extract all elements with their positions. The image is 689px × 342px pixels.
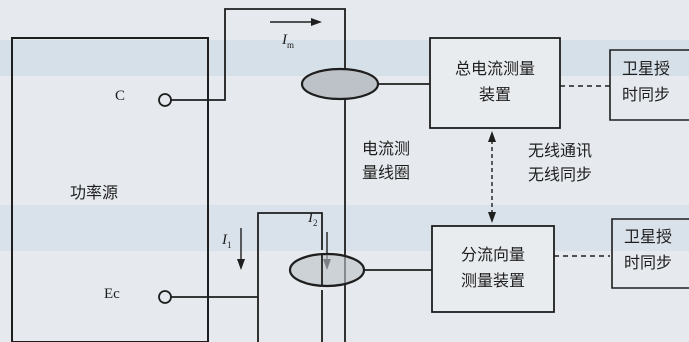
branch-device-box — [431, 225, 555, 313]
satellite-box-top — [609, 49, 689, 121]
terminal-c-circle — [158, 93, 172, 107]
coil-label-line1: 电流测 — [362, 139, 411, 158]
satellite-top-line2: 时同步 — [622, 85, 671, 104]
satellite-top-line1: 卫星授 — [622, 59, 671, 78]
wireless-line2: 无线同步 — [528, 165, 593, 184]
power-source-label: 功率源 — [70, 183, 119, 202]
im-arrow-head — [311, 18, 322, 26]
coil-bottom — [288, 252, 366, 288]
total-device-line1: 总电流测量 — [454, 59, 535, 78]
terminal-ec-label: Ec — [104, 286, 120, 302]
current-i2-subscript: 2 — [313, 218, 318, 228]
current-im-subscript: m — [287, 40, 295, 50]
wire-branch-loop — [257, 212, 323, 342]
current-i2-symbol: I — [308, 210, 313, 226]
current-i2-label: I2 — [308, 210, 318, 228]
wireless-arrow-down — [488, 212, 496, 223]
satellite-box-bottom — [611, 218, 689, 289]
wireless-arrow-up — [488, 131, 496, 142]
current-i1-label: I1 — [222, 232, 232, 250]
total-device-line2: 装置 — [478, 85, 511, 104]
current-i1-symbol: I — [222, 232, 227, 248]
current-im-label: Im — [282, 32, 294, 50]
i1-arrow-head — [237, 259, 245, 270]
power-source-box — [11, 37, 209, 342]
wire-top — [171, 8, 346, 101]
wireless-line1: 无线通讯 — [528, 141, 593, 160]
current-im-symbol: I — [282, 32, 287, 48]
satellite-bottom-line2: 时同步 — [624, 253, 673, 272]
branch-device-line2: 测量装置 — [460, 271, 525, 290]
terminal-c-label: C — [115, 88, 126, 104]
coil-label-line2: 量线圈 — [362, 163, 411, 182]
coil-top — [300, 67, 380, 101]
current-i1-subscript: 1 — [227, 240, 232, 250]
branch-device-line1: 分流向量 — [460, 245, 525, 264]
terminal-ec-circle — [158, 290, 172, 304]
satellite-bottom-line1: 卫星授 — [624, 227, 673, 246]
total-device-box — [429, 37, 561, 129]
